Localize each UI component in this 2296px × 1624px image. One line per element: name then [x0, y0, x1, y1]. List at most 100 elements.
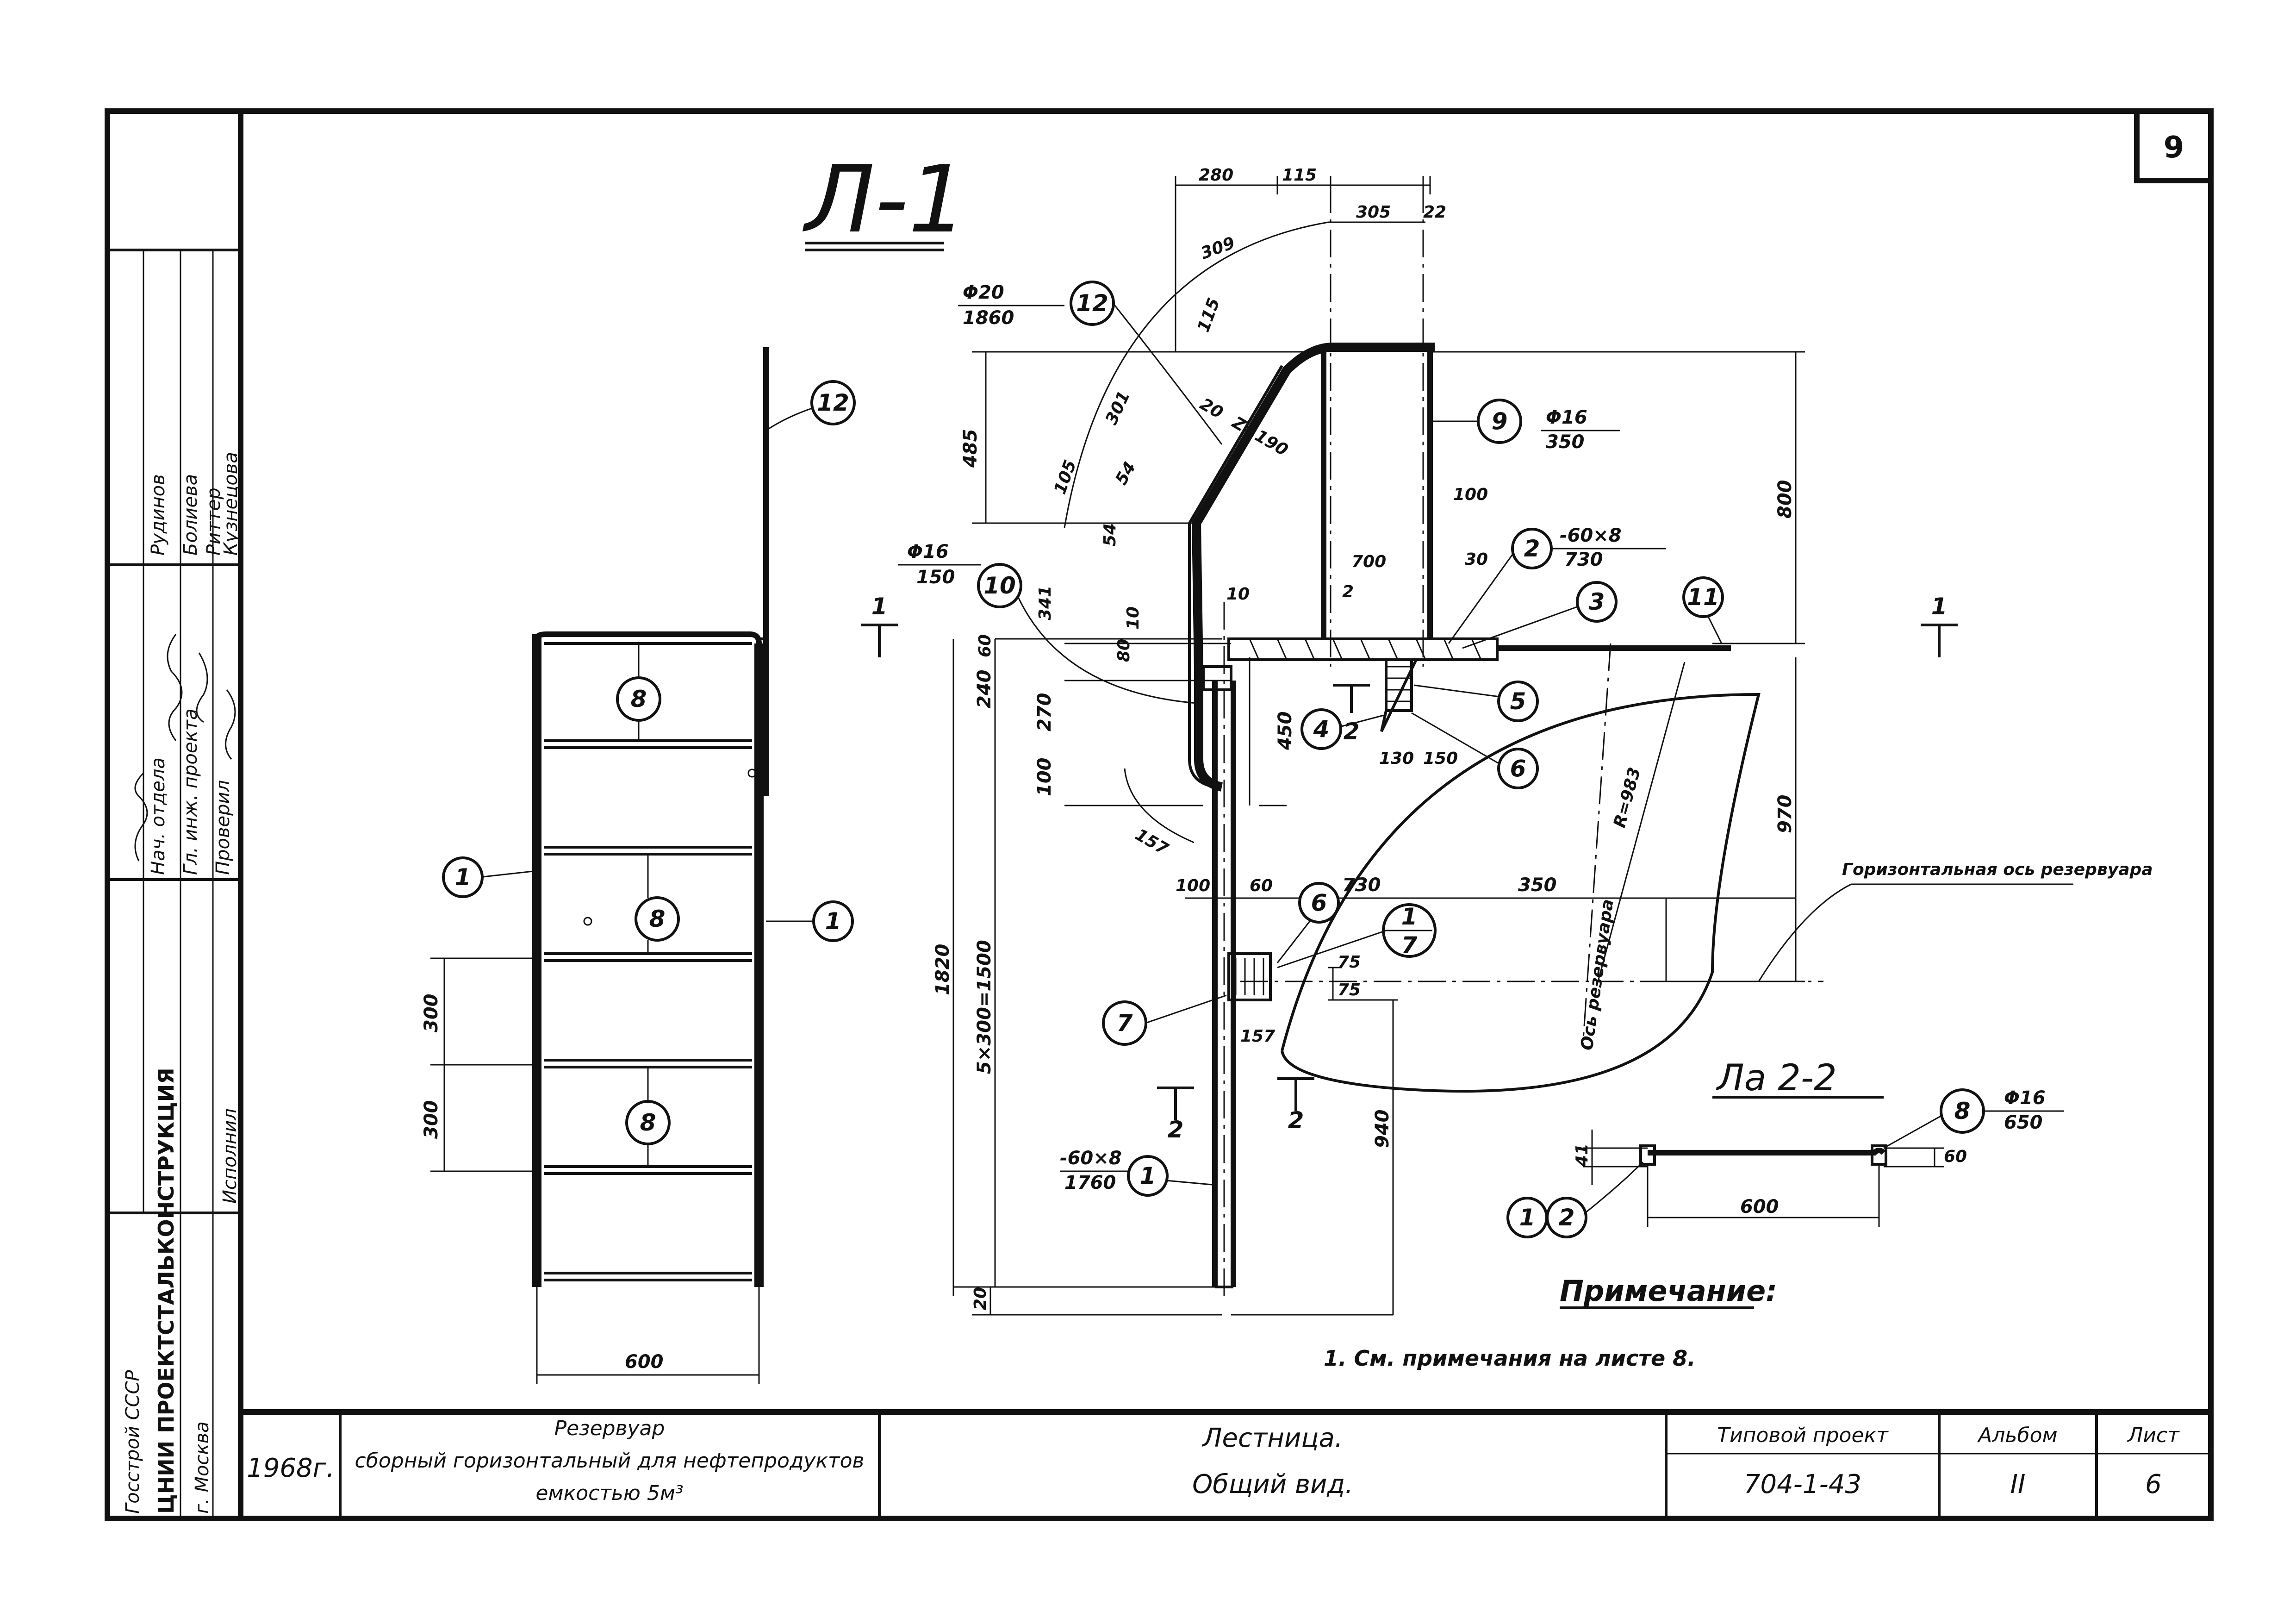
callout-8-section: 8 [1954, 1098, 1971, 1124]
org-line-3: г. Москва [192, 1421, 213, 1514]
dim-10-a: 10 [1226, 585, 1250, 604]
section-mark-2-right: 2 [1288, 1107, 1304, 1134]
section-2-2-view [1506, 1088, 2064, 1238]
dim-54-b: 54 [1101, 523, 1120, 546]
dim-22: 22 [1423, 203, 1446, 222]
note-title: Примечание: [1560, 1274, 1777, 1308]
tb-object-line-3: емкостью 5м³ [535, 1481, 683, 1505]
radius-label: R=983 [1610, 765, 1644, 830]
frame [105, 108, 2214, 1521]
section-mark-2-left: 2 [1168, 1116, 1184, 1143]
callout-8-top: 8 [631, 686, 647, 712]
dim-305: 305 [1356, 203, 1391, 222]
dim-60-c: 60 [1944, 1147, 1967, 1166]
tb-drawing-line-1: Лестница. [1201, 1423, 1343, 1453]
dim-485: 485 [960, 429, 981, 468]
ladder-side-view [861, 176, 2073, 1316]
rungs [544, 642, 752, 1281]
side-view-dimensions: 280 115 305 22 309 485 115 301 20 Z=190 … [932, 166, 1796, 1310]
dim-730: 730 [1342, 874, 1381, 896]
tb-year: 1968г. [247, 1453, 335, 1483]
dim-60: 60 [976, 634, 995, 657]
callout-8-bot: 8 [640, 1109, 656, 1136]
signature-3 [196, 652, 208, 723]
callout-1-right: 1 [825, 908, 841, 935]
dim-280: 280 [1199, 166, 1233, 185]
signature-4 [225, 689, 236, 760]
profile-1-top: -60×8 [1060, 1148, 1122, 1169]
callout-4: 4 [1313, 716, 1330, 743]
org-line-2: ЦНИИ ПРОЕКТСТАЛЬКОНСТРУКЦИЯ [154, 1068, 179, 1514]
role-2: Гл. инж. проекта [180, 709, 201, 875]
profile-12-bot: 1860 [963, 307, 1014, 329]
dim-80: 80 [1114, 639, 1133, 662]
callout-8-mid: 8 [649, 906, 666, 932]
dim-75-b: 75 [1338, 981, 1361, 999]
section-mark-1-right: 1 [1931, 593, 1948, 620]
callout-12-front: 12 [817, 389, 849, 416]
profile-10-top: Φ16 [907, 541, 949, 562]
tb-project-value: 704-1-43 [1744, 1469, 1861, 1499]
dim-115-b: 115 [1194, 295, 1224, 335]
callout-12-side: 12 [1076, 290, 1108, 317]
dim-341: 341 [1036, 586, 1055, 620]
dim-2: 2 [1342, 582, 1354, 601]
dim-450: 450 [1275, 712, 1296, 751]
ladder-front-view [430, 347, 769, 1384]
dim-30: 30 [1465, 550, 1488, 569]
dim-10-b: 10 [1124, 606, 1143, 630]
dim-800: 800 [1774, 480, 1796, 519]
dim-100-a: 100 [1453, 485, 1488, 504]
dim-100-c: 100 [1176, 876, 1210, 895]
callout-2-section: 2 [1559, 1204, 1575, 1231]
name-2: Болиева [180, 474, 201, 556]
callouts-side [977, 281, 1724, 1197]
profile-10-bot: 150 [916, 567, 955, 588]
organization-stamp: Госстрой СССР ЦНИИ ПРОЕКТСТАЛЬКОНСТРУКЦИ… [122, 1068, 213, 1514]
dim-115: 115 [1282, 166, 1317, 185]
tb-object-line-1: Резервуар [554, 1417, 665, 1440]
signatures-block: Нач. отдела Гл. инж. проекта Проверил Ис… [134, 452, 242, 1204]
dim-150: 150 [1423, 749, 1458, 768]
main-view-title: Л-1 [803, 146, 967, 254]
dim-301: 301 [1102, 388, 1134, 427]
name-3: Риттер [203, 487, 224, 556]
dim-240: 240 [974, 670, 995, 709]
tb-drawing-line-2: Общий вид. [1192, 1469, 1353, 1499]
callout-2: 2 [1524, 535, 1540, 562]
dim-300-a: 300 [421, 994, 442, 1033]
callout-5: 5 [1510, 688, 1526, 715]
profile-1-bot: 1760 [1064, 1172, 1116, 1193]
name-4: Кузнецова [220, 452, 242, 556]
profile-2-bot: 730 [1564, 549, 1603, 570]
profile-9-bot: 350 [1546, 431, 1585, 453]
profile-12-top: Φ20 [963, 282, 1004, 303]
tb-sheet-value: 6 [2145, 1469, 2162, 1499]
profile-9-top: Φ16 [1546, 407, 1587, 428]
note-text: 1. См. примечания на листе 8. [1324, 1346, 1696, 1371]
dim-1820: 1820 [932, 944, 953, 995]
profile-8-bot: 650 [2004, 1112, 2043, 1133]
callout-6-low: 6 [1311, 889, 1327, 916]
profile-8-top: Φ16 [2004, 1087, 2046, 1109]
section-mark-1-left: 1 [871, 593, 888, 620]
dim-5x300: 5×300=1500 [974, 940, 995, 1074]
dim-940: 940 [1372, 1110, 1393, 1149]
dim-600-a: 600 [625, 1351, 664, 1373]
callout-1-section: 1 [1519, 1204, 1536, 1231]
dim-60-b: 60 [1250, 876, 1273, 895]
dim-54-a: 54 [1112, 459, 1140, 488]
callout-1-side: 1 [1140, 1162, 1156, 1189]
role-3: Проверил [212, 780, 234, 875]
tank-axis-label: Ось резервуара [1577, 898, 1617, 1052]
tb-album-value: II [2010, 1469, 2025, 1499]
callout-10: 10 [983, 572, 1016, 599]
role-4: Исполнил [219, 1108, 241, 1204]
name-1: Рудинов [148, 474, 169, 556]
dim-270: 270 [1034, 693, 1055, 732]
tb-sheet-label: Лист [2127, 1424, 2180, 1447]
sheet-number: 9 [2164, 131, 2184, 165]
dim-130: 130 [1379, 749, 1414, 768]
dim-350: 350 [1518, 874, 1557, 896]
